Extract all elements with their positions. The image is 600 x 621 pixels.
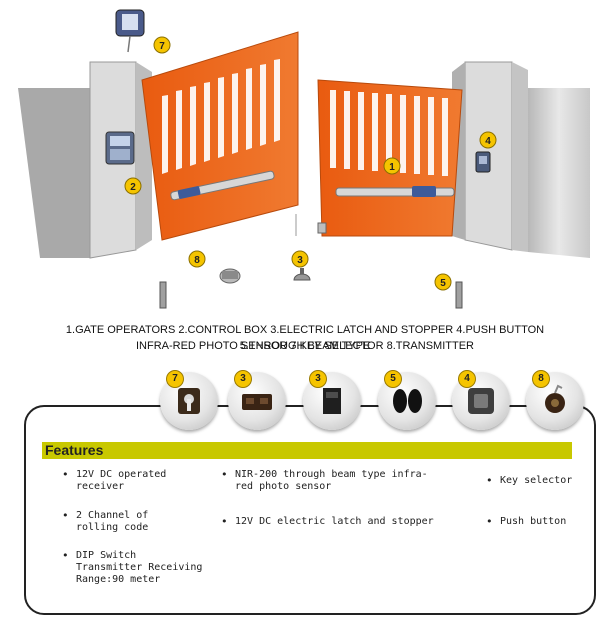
- part-latch: 3: [228, 370, 286, 430]
- gate-diagram: 1 2 3 4 5 7 8: [18, 9, 590, 309]
- feature-text: DIP Switch Transmitter Receiving Range:9…: [76, 550, 203, 585]
- part-number-badge: 3: [309, 370, 327, 388]
- stopper-device: [293, 268, 311, 281]
- callout-1: 1: [383, 157, 401, 175]
- push-button-icon: [468, 388, 494, 414]
- callout-7: 7: [153, 36, 171, 54]
- diagram-caption-line2: INFRA-RED PHOTO SENSOR 7.KEY SELECTOR 8.…: [135, 340, 474, 352]
- bullet-icon: •: [62, 509, 69, 522]
- callout-number: 4: [485, 136, 491, 147]
- feature-item: • 2 Channel of rolling code: [62, 510, 196, 534]
- left-pillar: [18, 61, 152, 259]
- part-number-badge: 5: [384, 370, 402, 388]
- callout-number: 3: [297, 255, 303, 266]
- callout-number: 5: [440, 278, 446, 289]
- callout-2: 2: [124, 177, 142, 195]
- feature-text: NIR-200 through beam type infra-red phot…: [235, 469, 428, 492]
- callout-number: 2: [130, 182, 136, 193]
- photo-sensor-post-right: [455, 281, 463, 309]
- bullet-icon: •: [221, 515, 228, 528]
- feature-item: • DIP Switch Transmitter Receiving Range…: [62, 550, 206, 586]
- photo-sensor-post-left: [159, 281, 167, 309]
- stopper-icon: [323, 388, 341, 414]
- feature-text: Push button: [500, 516, 567, 527]
- bullet-icon: •: [62, 468, 69, 481]
- callout-number: 1: [389, 162, 395, 173]
- control-box: [105, 131, 135, 165]
- callout-3: 3: [291, 250, 309, 268]
- bullet-icon: •: [486, 474, 493, 487]
- key-selector-device: [115, 9, 145, 53]
- feature-item: • 12V DC operated receiver: [62, 469, 196, 493]
- feature-text: Key selector: [500, 475, 573, 486]
- bullet-icon: •: [221, 468, 228, 481]
- key-selector-icon: [178, 388, 200, 414]
- transmitter-icon: [545, 384, 565, 413]
- part-number-badge: 8: [532, 370, 550, 388]
- feature-item: • NIR-200 through beam type infra-red ph…: [221, 469, 445, 493]
- latch-icon: [242, 394, 272, 410]
- bullet-icon: •: [486, 515, 493, 528]
- callout-4: 4: [479, 131, 497, 149]
- part-key-selector: 7: [160, 370, 218, 430]
- latch-device: [219, 268, 241, 284]
- parts-row: 7 3 3 5 4 8: [0, 362, 600, 442]
- part-number-badge: 4: [458, 370, 476, 388]
- callout-5: 5: [434, 273, 452, 291]
- feature-text: 2 Channel of rolling code: [76, 510, 149, 533]
- photo-sensor-icon: [393, 389, 422, 413]
- feature-item: • Push button: [486, 516, 590, 528]
- callout-number: 7: [159, 41, 165, 52]
- diagram-caption-line1: 1.GATE OPERATORS 2.CONTROL BOX 3.ELECTRI…: [65, 324, 545, 352]
- feature-item: • 12V DC electric latch and stopper: [221, 516, 445, 528]
- feature-text: 12V DC electric latch and stopper: [235, 516, 434, 527]
- feature-text: 12V DC operated receiver: [76, 469, 167, 492]
- callout-number: 8: [194, 255, 200, 266]
- left-gate: [141, 31, 299, 241]
- callout-8: 8: [188, 250, 206, 268]
- features-heading: Features: [42, 442, 572, 459]
- part-number-badge: 3: [234, 370, 252, 388]
- part-number-badge: 7: [166, 370, 184, 388]
- feature-item: • Key selector: [486, 475, 590, 487]
- push-button-device: [475, 151, 491, 173]
- features-panel: [24, 405, 596, 615]
- part-push-button: 4: [452, 370, 510, 430]
- right-pillar: [452, 61, 590, 258]
- part-transmitter: 8: [526, 370, 584, 430]
- part-stopper: 3: [303, 370, 361, 430]
- part-photo-sensor: 5: [378, 370, 436, 430]
- bullet-icon: •: [62, 549, 69, 562]
